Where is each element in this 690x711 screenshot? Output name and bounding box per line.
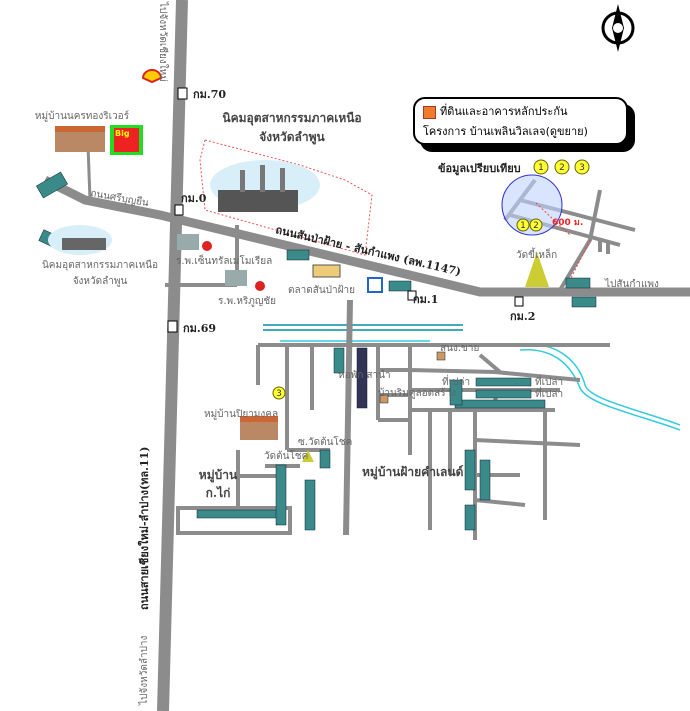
legend-line-2: โครงการ บ้านเพลินวิลเลจ(ดูขยาย) [423,125,588,138]
legend-line-1: ที่ดินและอาคารหลักประกัน [440,105,568,118]
village-icon [55,126,278,440]
house-label: บ้านริมคูลอดสร้าง [378,387,456,399]
km-post-icon [167,87,524,333]
wat-khilek-label: วัดขี้เหล็ก [516,247,557,261]
inset-roads [501,174,636,292]
canal [263,324,681,431]
sales-office-label: สนง.ขาย [440,343,479,354]
km-70: กม.70 [193,88,226,101]
inset-marker-1: 1 [520,221,526,231]
compare-label: ข้อมูลเปรียบเทียบ [438,162,521,176]
compass-icon [601,4,635,52]
kor-kai-label: ก.ไก่ [206,485,231,500]
map-marker-3: 3 [276,389,282,399]
to-sankamphaeng-label: ไปสันกำแพง [604,278,659,290]
highway-11-label: ถนนสายเชียงใหม่-ลำปาง(ทล.11) [137,446,151,610]
to-lampang-label: ไปจังหวัดลำปาง [138,635,150,706]
wat-tonchok-label: วัดต้นโชค [264,449,308,462]
vacant-land-label: ที่เปล่า [535,374,563,388]
nakorn-thong-label: หมู่บ้านนครทองริเวอร์ [35,110,130,122]
compare-marker-2: 2 [559,163,565,173]
industrial-estate-label: จังหวัดลำพูน [259,130,325,145]
piyamongkol-label: หมู่บ้านปิยามงคล [204,408,278,420]
km-2: กม.2 [510,310,535,323]
road-sriboonyuen [42,175,690,297]
hospital-icon [177,234,265,291]
km-69: กม.69 [183,322,216,335]
to-chiangmai-label: ไปจังหวัดเชียงใหม่ [157,1,169,82]
faikham-label: หมู่บ้านฝ้ายคำเลนด์ [362,465,464,480]
distance-label: 600 ม. [552,218,583,228]
vacant-land-label: ที่เปล่า [442,374,470,388]
industrial-estate-left-label: จังหวัดลำพูน [73,276,128,287]
market-label: ตลาดสันป่าฝ้าย [288,284,355,296]
compare-markers [272,159,590,400]
big-c-logo: Big [110,125,143,155]
svg-text:Big: Big [115,129,130,138]
industrial-estate-boundary [199,139,373,256]
soi-wat-tonchok-label: ซ.วัดต้นโชค [298,435,352,448]
highway-11 [157,0,188,711]
dorm-label: หอพัก สานำ [338,370,391,381]
market-icon [312,264,341,278]
tesco-lotus-icon [367,277,383,293]
collateral-swatch-icon [423,105,436,119]
km-0: กม.0 [181,192,207,205]
factory-icon [48,160,320,255]
inset-marker-2: 2 [533,221,539,231]
km-1: กม.1 [413,293,438,306]
kor-kai-label: หมู่บ้าน [199,468,238,483]
hariphunchai-label: ร.พ.หริภูญชัย [218,296,276,307]
temple-icon [302,252,549,462]
legend-box[interactable]: ที่ดินและอาคารหลักประกัน โครงการ บ้านเพล… [413,97,628,145]
industrial-estate-label: นิคมอุตสาหกรรมภาคเหนือ [222,111,361,126]
industrial-estate-left-label: นิคมอุตสาหกรรมภาคเหนือ [42,259,158,271]
central-memorial-label: ร.พ.เซ็นทรัลเมโมเรียล [176,253,272,267]
compare-marker-1: 1 [538,163,544,173]
compare-marker-3: 3 [579,163,585,173]
shell-logo [141,69,163,84]
vacant-land-label: ที่เปล่า [535,386,563,400]
